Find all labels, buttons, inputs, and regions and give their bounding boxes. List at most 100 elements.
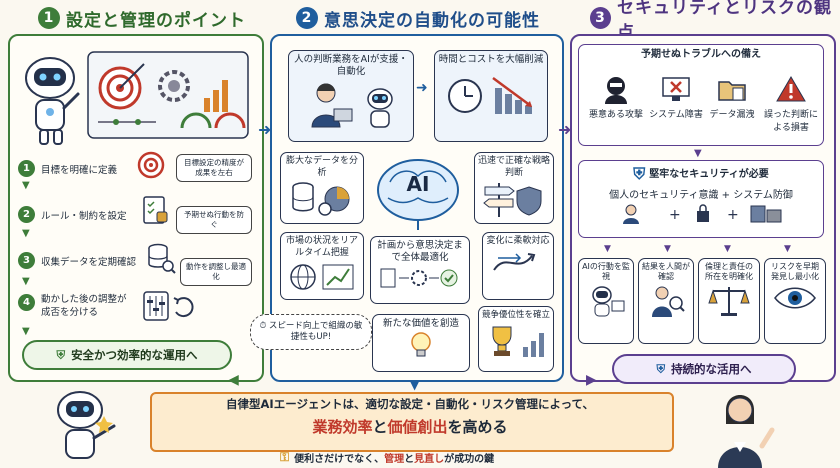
bottom-key-line: ⚿ 便利さだけでなく、管理と見直しが成功の鍵 <box>280 450 610 465</box>
arrow-right-icon: ➜ <box>258 120 272 139</box>
key-icon: ⚿ <box>280 450 290 464</box>
measure-text: リスクを早期発見し最小化 <box>771 262 819 282</box>
col2-card-cost: 時間とコストを大幅削減 <box>434 50 548 142</box>
risk-label: 誤った判断による損害 <box>763 110 818 133</box>
risk-leak: データ漏洩 <box>702 74 762 120</box>
measure-text: 倫理と責任の所在を明確化 <box>705 262 753 282</box>
arrow-right-icon: ➜ <box>558 120 572 139</box>
card-text: 時間とコストを大幅削減 <box>438 54 544 65</box>
shield-check-icon: ⛨ <box>633 164 646 183</box>
card-text: 人の判断業務をAIが支援・自動化 <box>294 54 408 78</box>
card-text: 新たな価値を創造 <box>382 318 459 329</box>
svg-text:+: + <box>727 207 739 223</box>
card-text: 競争優位性を確立 <box>482 310 551 320</box>
col1-result-text: 安全かつ効率的な運用へ <box>71 348 198 362</box>
step-label: 目標を明確に定義 <box>41 164 118 176</box>
arrow-down-icon: ▼ <box>694 148 702 159</box>
col2-card-data: 膨大なデータを分析 <box>280 152 364 224</box>
col3-result-text: 持続的な活用へ <box>671 362 752 376</box>
risk-label: データ漏洩 <box>709 110 755 120</box>
step-number: 1 <box>18 160 35 177</box>
stopwatch-icon: ⏱ <box>259 321 267 331</box>
col3-measure-4: リスクを早期発見し最小化 <box>764 258 826 344</box>
key-text: と <box>404 454 415 465</box>
human-check-icon <box>652 286 685 317</box>
step-label: 収集データを定期確認 <box>41 256 137 268</box>
step-label: ルール・制約を設定 <box>41 210 127 222</box>
bottom-robot-icon <box>57 391 116 459</box>
col3-number: 3 <box>590 7 612 29</box>
col2-card-value: 新たな価値を創造 <box>372 314 470 372</box>
step-number: 4 <box>18 294 35 311</box>
col1-note-1: 目標設定の精度が成果を左右 <box>176 154 252 182</box>
arrow-down-icon: ▼ <box>784 244 791 254</box>
svg-text:+: + <box>669 207 681 223</box>
security-combo-icons: + + <box>623 204 782 224</box>
database-pie-icon <box>292 182 350 217</box>
flex-arrows-icon <box>493 252 536 271</box>
col3-header: 3 セキュリティとリスクの観点 <box>590 0 840 43</box>
risk-label: 悪意ある攻撃 <box>588 110 643 120</box>
arrow-down-icon: ▼ <box>664 244 671 254</box>
highlight-efficiency: 業務効率 <box>312 418 373 436</box>
signpost-shield-icon <box>483 183 542 218</box>
step-label: 動かした後の調整が成否を分ける <box>41 294 127 318</box>
col1-header: 1 設定と管理のポイント <box>38 4 246 32</box>
robot-icon <box>25 57 80 145</box>
person-robot-icon <box>311 83 393 128</box>
arrow-down-icon: ▼ <box>22 276 30 287</box>
col2-card-optimize: 計画から意思決定まで全体最適化 <box>370 236 470 304</box>
col2-card-compete: 競争優位性を確立 <box>478 306 554 372</box>
key-highlight-1: 管理 <box>384 454 405 465</box>
eye-icon <box>774 287 816 309</box>
col2-card-strategy: 迅速で正確な戦略判断 <box>474 152 554 224</box>
woman-icon <box>718 395 775 468</box>
col2-speed-note: ⏱ スピード向上で組織の敏捷性もUP! <box>250 314 372 351</box>
col2-card-flexible: 変化に柔軟対応 <box>482 232 554 300</box>
card-title: 堅牢なセキュリティが必要 <box>649 168 769 180</box>
ai-label: AI <box>406 172 430 196</box>
clock-chart-icon <box>448 77 532 115</box>
adjust-sliders-icon <box>143 291 194 321</box>
arrow-down-icon: ▼ <box>22 180 30 191</box>
col1-note-2: 予期せぬ行動を防ぐ <box>176 206 252 234</box>
risk-label: システム障害 <box>649 110 703 120</box>
scales-icon <box>708 286 750 316</box>
col1-step-4: 4 動かした後の調整が成否を分ける <box>18 294 138 320</box>
col2-title: 意思決定の自動化の可能性 <box>324 10 540 31</box>
arrow-right-icon: ▶ <box>586 372 597 388</box>
col3-measure-2: 結果を人間が確認 <box>638 258 694 344</box>
dashboard-illustration <box>87 51 249 139</box>
col2-header: 2 意思決定の自動化の可能性 <box>296 4 540 32</box>
key-text: が成功の鍵 <box>444 454 495 465</box>
risk-attack: 悪意ある攻撃 <box>586 74 646 120</box>
measure-text: AIの行動を監視 <box>582 262 630 282</box>
col1-step-2: 2 ルール・制約を設定 <box>18 206 127 223</box>
connector-text: と <box>372 418 388 436</box>
step-number: 3 <box>18 252 35 269</box>
col2-card-support: 人の判断業務をAIが支援・自動化 <box>288 50 414 142</box>
col3-result-pill: ⛨ 持続的な活用へ <box>612 354 796 384</box>
bottom-banner <box>150 392 674 452</box>
checklist-icon <box>143 196 168 224</box>
database-search-icon <box>148 243 176 274</box>
lightbulb-icon <box>411 332 431 357</box>
target-icon <box>137 151 165 179</box>
card-text: 膨大なデータを分析 <box>285 156 358 178</box>
speed-text: スピード向上で組織の敏捷性もUP! <box>268 321 363 343</box>
card-text: 計画から意思決定まで全体最適化 <box>377 240 463 264</box>
folder-leak-icon <box>718 81 746 101</box>
arrow-left-icon: ◀ <box>228 372 239 388</box>
arrow-down-icon: ▼ <box>22 326 30 337</box>
col3-security-card: ⛨ 堅牢なセキュリティが必要 個人のセキュリティ意識 + システム防御 + + <box>578 160 824 238</box>
col1-result-pill: ⛨ 安全かつ効率的な運用へ <box>22 340 232 370</box>
card-text: 市場の状況をリアルタイム把握 <box>285 236 358 258</box>
bottom-line-1: 自律型AIエージェントは、適切な設定・自動化・リスク管理によって、 <box>226 397 594 411</box>
ai-brain-icon <box>377 159 459 230</box>
col1-step-3: 3 収集データを定期確認 <box>18 252 136 269</box>
card-text: 変化に柔軟対応 <box>486 236 550 246</box>
arrow-down-icon: ▼ <box>724 244 731 254</box>
measure-text: 結果を人間が確認 <box>642 262 690 282</box>
key-highlight-2: 見直し <box>414 454 445 465</box>
col1-note-3: 動作を調整し最適化 <box>180 258 252 286</box>
